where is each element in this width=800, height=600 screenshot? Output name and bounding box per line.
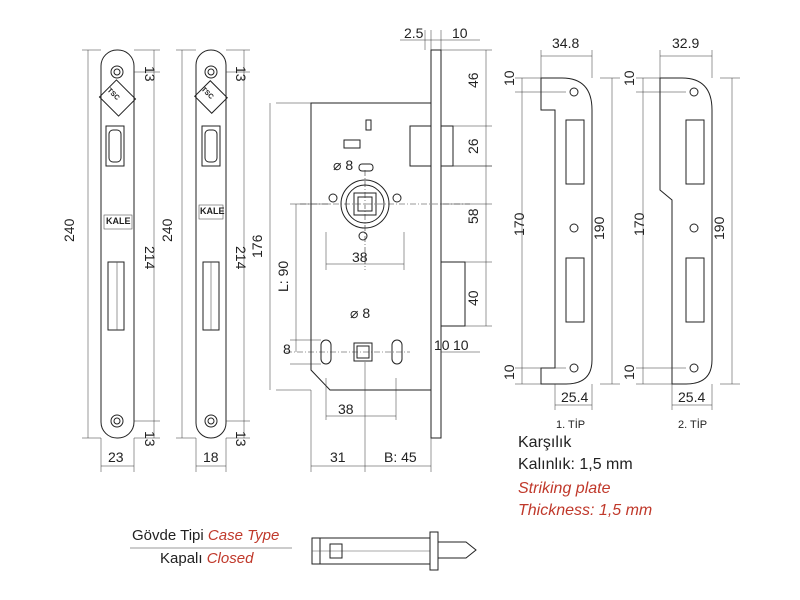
case-type-en: Closed bbox=[206, 550, 254, 567]
dim-240-a: 240 bbox=[61, 218, 77, 242]
faceplate-a bbox=[82, 49, 160, 472]
note-en-thickness: Thickness: 1,5 mm bbox=[518, 502, 653, 519]
dim-13-top-b: 13 bbox=[233, 66, 249, 82]
note-en-title: Striking plate bbox=[518, 480, 611, 497]
dim-2-5: 2.5 bbox=[404, 25, 424, 41]
dim-31: 31 bbox=[330, 449, 346, 465]
strike-plate-type-2 bbox=[636, 50, 740, 410]
dim-46: 46 bbox=[465, 72, 481, 88]
dim-10-a: 10 bbox=[434, 337, 450, 353]
strike-plate-type-1 bbox=[515, 50, 620, 410]
case-label-en: Case Type bbox=[207, 527, 280, 544]
strike1-height: 190 bbox=[591, 216, 607, 240]
strike1-foot: 25.4 bbox=[561, 389, 588, 405]
strike1-edge-bottom: 10 bbox=[501, 364, 517, 380]
dim-26: 26 bbox=[465, 138, 481, 154]
dim-8: 8 bbox=[283, 341, 291, 357]
strike2-width: 32.9 bbox=[672, 35, 699, 51]
dim-spindle: ⌀ 8 bbox=[333, 157, 353, 173]
strike1-width: 34.8 bbox=[552, 35, 579, 51]
dim-38-top: 38 bbox=[352, 249, 368, 265]
case-side-view bbox=[311, 531, 477, 571]
faceplate-b bbox=[176, 49, 250, 472]
dim-width-b: 18 bbox=[203, 449, 219, 465]
case-type: Kapalı Closed bbox=[160, 550, 253, 567]
faceplate-a-brand: KALE bbox=[106, 216, 131, 226]
strike1-inner: 170 bbox=[511, 212, 527, 236]
dim-58: 58 bbox=[465, 208, 481, 224]
faceplate-b-brand: KALE bbox=[200, 206, 225, 216]
dim-13-bottom-a: 13 bbox=[142, 431, 158, 447]
strike2-label: 2. TİP bbox=[678, 418, 707, 431]
dim-214-a: 214 bbox=[142, 246, 158, 270]
strike1-label: 1. TİP bbox=[556, 418, 585, 431]
strike2-edge-bottom: 10 bbox=[621, 364, 637, 380]
dim-cyl-square: ⌀ 8 bbox=[350, 305, 370, 321]
dim-l90: L: 90 bbox=[275, 261, 291, 292]
strike1-edge-top: 10 bbox=[501, 70, 517, 86]
dim-10-b: 10 bbox=[453, 337, 469, 353]
dim-13-bottom-b: 13 bbox=[233, 431, 249, 447]
dimension-labels: 13 214 13 240 23 13 214 13 240 18 2.5 10… bbox=[61, 25, 727, 465]
strike2-inner: 170 bbox=[631, 212, 647, 236]
dim-b45: B: 45 bbox=[384, 449, 417, 465]
case-label: Gövde Tipi Case Type bbox=[132, 527, 279, 544]
dim-10-top: 10 bbox=[452, 25, 468, 41]
dim-176: 176 bbox=[249, 234, 265, 258]
lock-body bbox=[269, 30, 492, 472]
note-tr-thickness: Kalınlık: 1,5 mm bbox=[518, 456, 633, 473]
strike2-height: 190 bbox=[711, 216, 727, 240]
dim-38-bottom: 38 bbox=[338, 401, 354, 417]
case-label-tr: Gövde Tipi bbox=[132, 527, 204, 544]
strike2-foot: 25.4 bbox=[678, 389, 705, 405]
strike2-edge-top: 10 bbox=[621, 70, 637, 86]
dim-13-top-a: 13 bbox=[142, 66, 158, 82]
dim-width-a: 23 bbox=[108, 449, 124, 465]
note-tr-title: Karşılık bbox=[518, 434, 572, 451]
case-type-tr: Kapalı bbox=[160, 550, 203, 567]
dim-40: 40 bbox=[465, 290, 481, 306]
dim-240-b: 240 bbox=[159, 218, 175, 242]
dim-214-b: 214 bbox=[233, 246, 249, 270]
